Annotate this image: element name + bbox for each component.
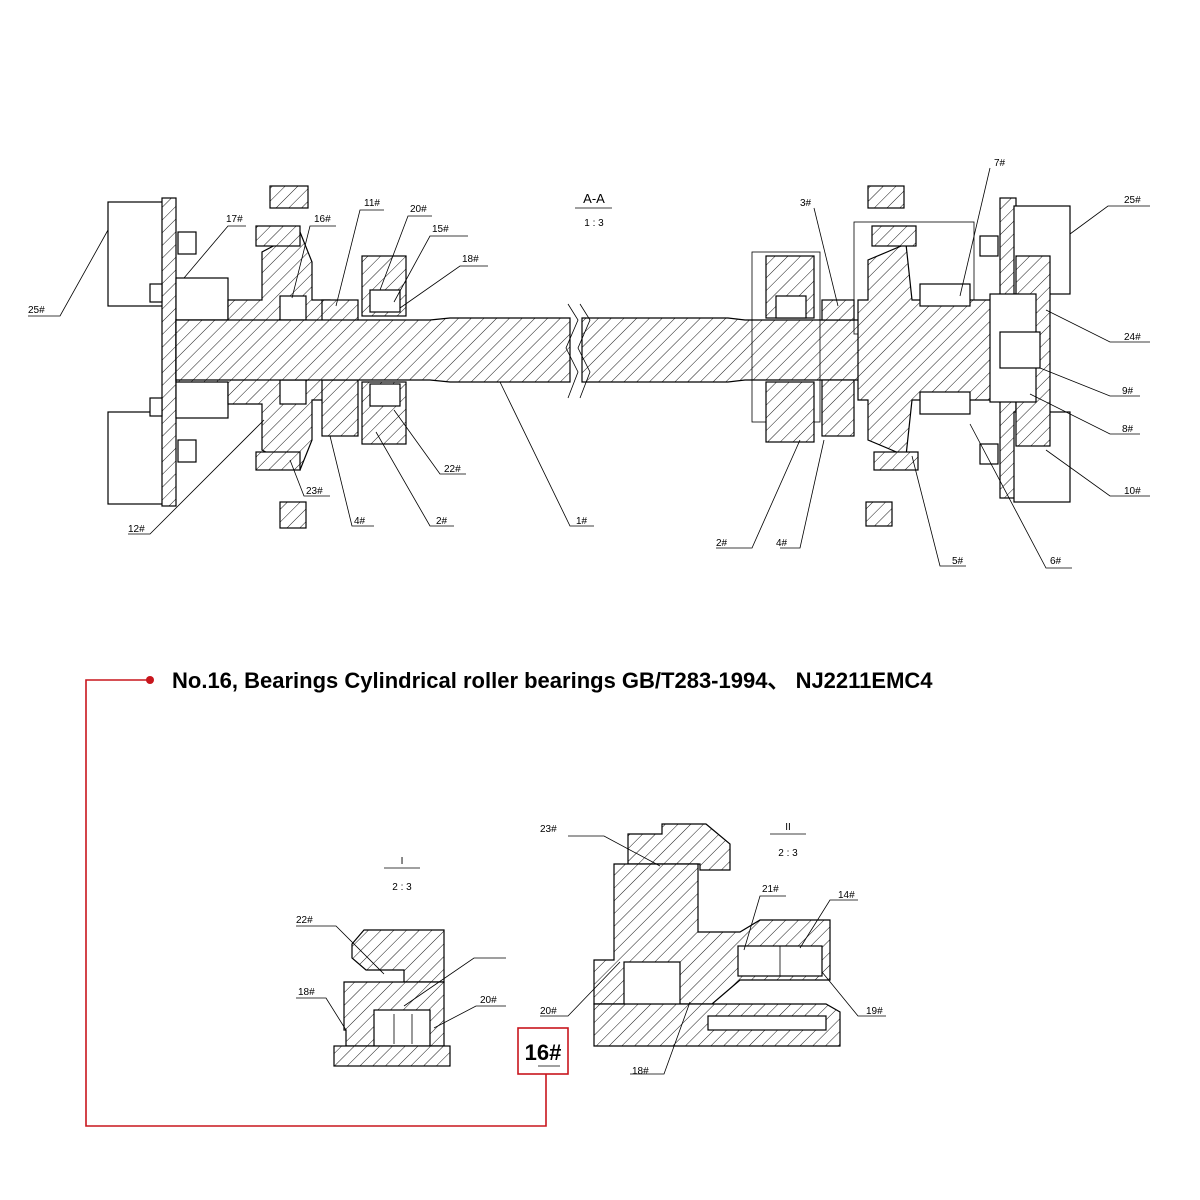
label-4-right: 4# (776, 538, 788, 549)
right-cap-bottom-2 (865, 501, 893, 527)
right-cap-bottom (873, 451, 919, 471)
detail-ii: II 2 : 3 23# 21# 14# 20# 19# 18# (540, 822, 886, 1077)
bearing-15 (369, 289, 401, 313)
left-nut-bottom (177, 439, 197, 463)
detail-i-base (333, 1045, 451, 1067)
left-cap-bottom-2 (279, 501, 307, 529)
main-shaft (175, 317, 571, 383)
label-2-right: 2# (716, 538, 728, 549)
detail-i-title: I (401, 856, 404, 867)
bearing-16 (279, 295, 307, 321)
detail-ii-label-18: 18# (632, 1066, 649, 1077)
highlight-box (517, 1027, 569, 1075)
detail-ii-scale: 2 : 3 (778, 848, 798, 859)
label-22: 22# (444, 464, 461, 475)
left-cap-top-2 (255, 225, 301, 247)
detail-ii-label-23: 23# (540, 824, 557, 835)
detail-i: I 2 : 3 22# 18# 20# (296, 856, 506, 1067)
right-housing-2-low (765, 381, 815, 443)
label-2-left: 2# (436, 516, 448, 527)
left-nut-top (177, 231, 197, 255)
label-4-left: 4# (354, 516, 366, 527)
detail-ii-label-21: 21# (762, 884, 779, 895)
detail-i-scale: 2 : 3 (392, 882, 412, 893)
left-sleeve-4-low (321, 379, 359, 437)
left-flange (161, 197, 177, 507)
label-10: 10# (1124, 486, 1141, 497)
right-cap-top (867, 185, 905, 209)
detail-i-label-20: 20# (480, 995, 497, 1006)
label-15: 15# (432, 224, 449, 235)
label-20: 20# (410, 204, 427, 215)
detail-i-bearing (373, 1009, 431, 1047)
label-7: 7# (994, 158, 1006, 169)
detail-ii-bearing-18 (623, 961, 681, 1007)
right-cap-top-2 (871, 225, 917, 247)
right-sleeve-4-low (821, 379, 855, 437)
label-11: 11# (364, 198, 380, 209)
label-6: 6# (1050, 556, 1062, 567)
label-24: 24# (1124, 332, 1141, 343)
coupling-9 (999, 331, 1041, 369)
right-hub (857, 243, 1001, 457)
detail-ii-label-14: 14# (838, 890, 855, 901)
detail-i-label-22: 22# (296, 915, 313, 926)
right-nut-top (979, 235, 999, 257)
label-3: 3# (800, 198, 812, 209)
right-sleeve-4 (821, 299, 855, 321)
right-bearing-roller (775, 295, 807, 319)
right-nut-bottom (979, 443, 999, 465)
label-25-left: 25# (28, 305, 45, 316)
label-16: 16# (314, 214, 331, 225)
highlight-16: 16# (85, 679, 569, 1127)
label-18: 18# (462, 254, 479, 265)
label-17: 17# (226, 214, 243, 225)
label-12: 12# (128, 524, 145, 535)
left-bolt-mid-2 (149, 397, 163, 417)
highlight-label: 16# (525, 1040, 562, 1065)
shaft-break-line (565, 303, 579, 399)
bearing-16-low (279, 379, 307, 405)
left-cap-bottom (255, 451, 301, 471)
highlight-connector (85, 679, 547, 1127)
label-1: 1# (576, 516, 588, 527)
detail-ii-label-20: 20# (540, 1006, 557, 1017)
caption-text: No.16, Bearings Cylindrical roller beari… (172, 668, 933, 693)
detail-i-label-18: 18# (298, 987, 315, 998)
main-view-a-a: A-A 1 : 3 (28, 158, 1150, 569)
main-view-scale: 1 : 3 (584, 218, 604, 229)
right-bearing-block-low (919, 391, 971, 415)
main-leaders (28, 167, 1150, 569)
detail-ii-label-19: 19# (866, 1006, 883, 1017)
detail-ii-title: II (785, 822, 791, 833)
shaft-break-line-2 (577, 303, 591, 399)
left-bolt-mid-1 (149, 283, 163, 303)
detail-ii-groove (707, 1015, 827, 1031)
label-5: 5# (952, 556, 964, 567)
label-23: 23# (306, 486, 323, 497)
label-25-right: 25# (1124, 195, 1141, 206)
label-8: 8# (1122, 424, 1134, 435)
label-9: 9# (1122, 386, 1134, 397)
main-view-title: A-A (583, 191, 605, 206)
right-bearing-block (919, 283, 971, 307)
bearing-22 (369, 383, 401, 407)
left-sleeve-4 (321, 299, 359, 323)
left-lower-block (107, 411, 165, 505)
left-cap-top (269, 185, 309, 209)
detail-ii-cap (627, 823, 731, 871)
